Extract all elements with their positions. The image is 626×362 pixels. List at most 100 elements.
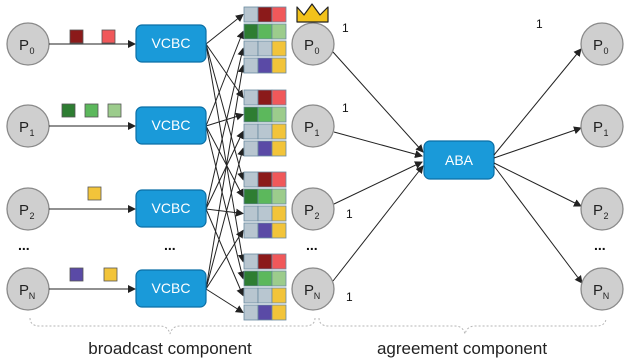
broadcast-edge <box>205 64 246 290</box>
message-cell <box>271 89 287 106</box>
node-subscript: 0 <box>603 46 608 56</box>
node-subscript: N <box>314 291 321 301</box>
message-cell <box>243 188 259 205</box>
vote-label-p2: 1 <box>346 207 353 221</box>
mid-node-p2: P 2 <box>291 187 335 231</box>
node-label: P <box>19 37 29 54</box>
message-cell <box>271 123 287 140</box>
message-cell <box>243 253 259 270</box>
message-cell <box>257 57 273 74</box>
vote-label-pn: 1 <box>346 290 353 304</box>
message-cell <box>271 40 287 57</box>
input-arrows <box>49 40 136 293</box>
node-label: P <box>593 119 603 136</box>
vcbc-box-n: VCBC <box>135 269 207 308</box>
right-node-p0: P 0 <box>580 22 624 66</box>
input-message-square <box>103 267 118 282</box>
node-subscript: N <box>29 291 36 301</box>
message-cell <box>243 140 259 157</box>
node-subscript: 1 <box>29 128 34 138</box>
right-node-p2: P 2 <box>580 187 624 231</box>
message-cell <box>243 287 259 304</box>
vcbc-label: VCBC <box>152 200 191 216</box>
vcbc-box-1: VCBC <box>135 106 207 145</box>
message-cell <box>257 287 273 304</box>
message-cell <box>271 57 287 74</box>
broadcast-edge <box>205 208 244 217</box>
vote-label-p0: 1 <box>342 21 349 35</box>
broadcast-edge <box>205 288 244 314</box>
message-cell <box>243 40 259 57</box>
message-cell <box>271 188 287 205</box>
input-message-square <box>61 103 76 118</box>
message-cell <box>271 253 287 270</box>
message-cell <box>243 57 259 74</box>
broadcast-edge <box>205 208 244 297</box>
vcbc-label: VCBC <box>152 35 191 51</box>
broadcast-edge <box>205 47 246 210</box>
broadcast-brace <box>29 317 316 335</box>
broadcast-edge <box>205 147 246 290</box>
left-node-p2: P 2 <box>6 187 50 231</box>
connection-lines <box>205 13 246 314</box>
node-subscript: 2 <box>314 211 319 221</box>
input-messages <box>61 29 122 282</box>
message-cell <box>257 140 273 157</box>
message-cell <box>243 89 259 106</box>
broadcast-edge <box>205 30 245 127</box>
right-ellipsis: ... <box>594 237 606 253</box>
mid-node-pn: P N <box>291 267 335 311</box>
agreement-brace <box>318 317 607 335</box>
message-cell <box>271 23 287 40</box>
aba-label: ABA <box>445 152 474 168</box>
broadcast-component-label: broadcast component <box>88 339 252 358</box>
node-label: P <box>304 202 314 219</box>
node-label: P <box>304 37 314 54</box>
vcbc-label: VCBC <box>152 280 191 296</box>
input-message-square <box>107 103 122 118</box>
broadcast-edge <box>205 43 246 181</box>
message-cell <box>257 40 273 57</box>
vcbc-ellipsis: ... <box>164 237 176 253</box>
node-subscript: 1 <box>603 128 608 138</box>
broadcast-edge <box>205 229 244 290</box>
broadcast-edge <box>205 43 246 263</box>
broadcast-edge <box>205 125 246 280</box>
aba-output-arrows <box>493 48 583 284</box>
message-cell <box>271 205 287 222</box>
message-cell <box>257 304 273 321</box>
vcbc-boxes: VCBC VCBC VCBC VCBC <box>135 24 207 308</box>
message-grids <box>243 6 287 321</box>
message-cell <box>243 123 259 140</box>
message-cell <box>257 23 273 40</box>
message-cell <box>271 222 287 239</box>
message-cell <box>257 171 273 188</box>
input-message-square <box>101 29 116 44</box>
mid-node-p0: P 0 <box>291 22 335 66</box>
message-cell <box>243 6 259 23</box>
right-node-p1: P 1 <box>580 104 624 148</box>
left-nodes: P 0 P 1 P 2 P N <box>6 22 50 311</box>
message-cell <box>243 205 259 222</box>
node-subscript: N <box>603 291 610 301</box>
agreement-component-label: agreement component <box>377 339 547 358</box>
broadcast-edge <box>205 125 244 198</box>
message-cell <box>271 140 287 157</box>
left-ellipsis: ... <box>18 237 30 253</box>
vcbc-label: VCBC <box>152 117 191 133</box>
message-cell <box>257 6 273 23</box>
message-cell <box>257 89 273 106</box>
message-cell <box>257 222 273 239</box>
node-label: P <box>19 119 29 136</box>
message-cell <box>257 123 273 140</box>
aba-input-arrows <box>332 51 424 282</box>
message-cell <box>271 106 287 123</box>
input-message-square <box>69 267 84 282</box>
node-label: P <box>304 119 314 136</box>
right-nodes: P 0 P 1 P 2 P N <box>580 22 624 311</box>
node-subscript: 2 <box>603 211 608 221</box>
left-node-p0: P 0 <box>6 22 50 66</box>
node-label: P <box>593 37 603 54</box>
message-cell <box>243 106 259 123</box>
message-cell <box>257 270 273 287</box>
